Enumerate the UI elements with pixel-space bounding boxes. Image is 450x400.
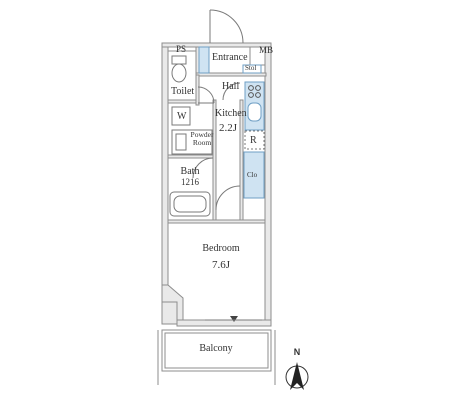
fridge-space xyxy=(244,130,265,150)
label-bath-size: 1216 xyxy=(181,177,199,187)
washer xyxy=(171,106,191,126)
label-r: R xyxy=(250,135,257,146)
label-hall: Hall xyxy=(222,81,240,92)
label-bedroom: Bedroom xyxy=(202,243,240,254)
closet xyxy=(243,151,265,199)
bathtub xyxy=(169,191,211,217)
label-closet: Clo xyxy=(247,171,258,179)
entrance-door xyxy=(209,9,244,44)
vanity xyxy=(171,129,213,155)
label-toilet: Toilet xyxy=(171,86,195,97)
stool-box xyxy=(242,64,262,74)
north-arrow-icon xyxy=(285,362,309,390)
window-marker xyxy=(230,316,238,322)
toilet-door xyxy=(197,86,215,104)
label-mb: MB xyxy=(258,45,274,55)
label-w: W xyxy=(177,111,187,122)
vanity-mirror xyxy=(175,133,187,151)
label-stool: Stol xyxy=(245,64,257,72)
interior-walls xyxy=(167,46,267,224)
shoes-box xyxy=(198,46,210,74)
kitchen-counter xyxy=(244,81,265,131)
balcony-outline xyxy=(157,329,276,385)
label-kitchen-size: 2.2J xyxy=(219,122,238,134)
label-ps: PS xyxy=(175,44,187,54)
label-entrance: Entrance xyxy=(212,52,248,63)
hall-door xyxy=(222,82,241,101)
label-balcony: Balcony xyxy=(199,343,233,354)
toilet-fixture xyxy=(171,55,187,83)
powder-door xyxy=(192,157,214,179)
label-bath: Bath xyxy=(180,166,200,177)
label-kitchen: Kitchen xyxy=(215,108,247,119)
label-powder-room: Powder Room xyxy=(190,130,214,148)
bedroom-door xyxy=(215,185,241,211)
label-north: N xyxy=(293,347,301,357)
label-bedroom-size: 7.6J xyxy=(211,259,231,271)
